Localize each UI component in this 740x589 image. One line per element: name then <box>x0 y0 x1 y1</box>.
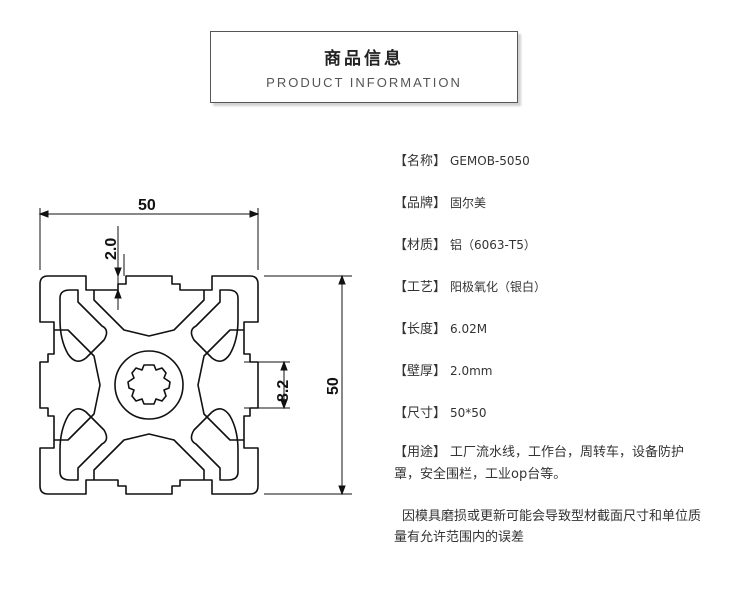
spec-label: 【材质】 <box>394 238 447 253</box>
spec-row-brand: 【品牌】固尔美 <box>394 192 486 211</box>
spec-label: 【工艺】 <box>394 280 447 295</box>
center-bore-star <box>127 364 171 405</box>
spec-value: 6.02M <box>450 322 488 336</box>
product-info-header: 商品信息 PRODUCT INFORMATION <box>210 31 518 103</box>
header-subtitle: PRODUCT INFORMATION <box>266 75 462 90</box>
spec-value: 阳极氧化（银白） <box>450 280 547 294</box>
spec-label: 【品牌】 <box>394 196 447 211</box>
spec-value: 工厂流水线，工作台，周转车，设备防护罩，安全围栏，工业op台等。 <box>394 445 685 482</box>
spec-label: 【用途】 <box>394 445 447 460</box>
spec-row-thickness: 【壁厚】2.0mm <box>394 360 492 379</box>
spec-row-length: 【长度】6.02M <box>394 318 487 337</box>
corner-cavity-top-right <box>190 289 239 362</box>
dim-height-label: 50 <box>325 377 342 395</box>
spec-value: GEMOB-5050 <box>450 154 530 168</box>
spec-row-process: 【工艺】阳极氧化（银白） <box>394 276 546 295</box>
dim-width-label: 50 <box>138 197 156 214</box>
profile-outline <box>39 275 259 495</box>
spec-value: 2.0mm <box>450 364 493 378</box>
center-bore-outer <box>114 350 184 420</box>
spec-row-name: 【名称】GEMOB-5050 <box>394 150 530 169</box>
spec-value: 固尔美 <box>450 196 487 210</box>
spec-label: 【名称】 <box>394 154 447 169</box>
spec-row-material: 【材质】铝（6063-T5） <box>394 234 536 253</box>
corner-cavity-bottom-right <box>190 408 239 481</box>
spec-row-usage: 【用途】工厂流水线，工作台，周转车，设备防护罩，安全围栏，工业op台等。 <box>394 442 704 486</box>
header-title: 商品信息 <box>324 49 404 69</box>
spec-value: 铝（6063-T5） <box>450 238 536 252</box>
spec-label: 【尺寸】 <box>394 406 447 421</box>
tolerance-note: 因模具磨损或更新可能会导致型材截面尺寸和单位质量有允许范围内的误差 <box>394 509 702 545</box>
dim-slot-label: 8.2 <box>275 380 292 402</box>
dim-wall-label: 2.0 <box>103 238 120 260</box>
spec-label: 【壁厚】 <box>394 364 447 379</box>
spec-label: 【长度】 <box>394 322 447 337</box>
spec-row-size: 【尺寸】50*50 <box>394 402 487 421</box>
spec-value: 50*50 <box>450 406 487 420</box>
profile-cross-section-drawing: 50 50 2.0 8.2 <box>38 197 352 496</box>
corner-cavity-top-left <box>59 289 108 362</box>
corner-cavity-bottom-left <box>59 408 108 481</box>
